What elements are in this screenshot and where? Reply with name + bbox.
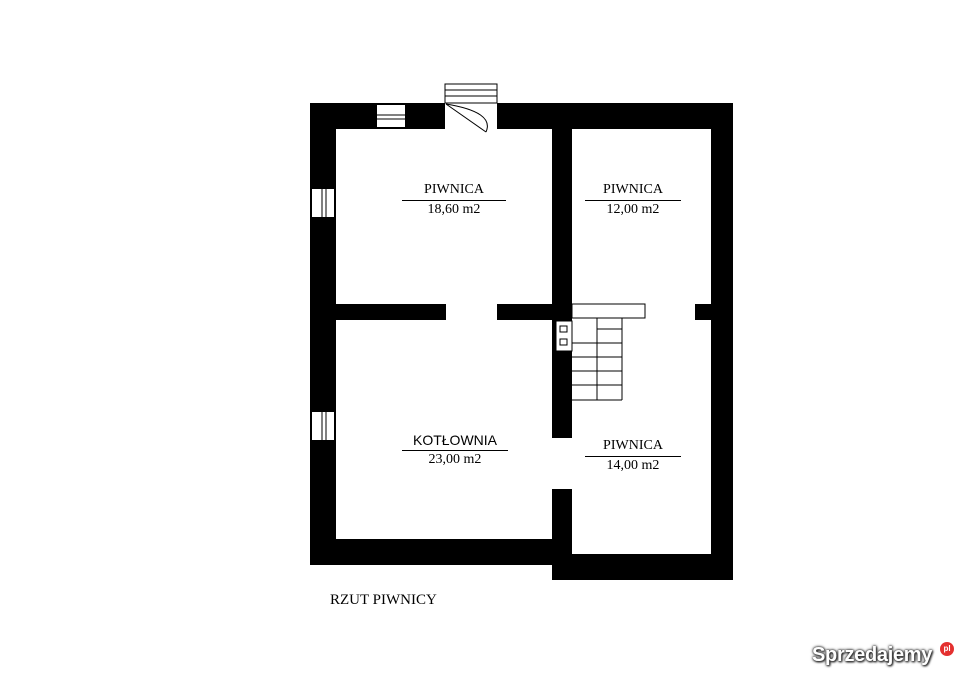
room-area: 18,60 m2 — [427, 202, 481, 217]
window-left-lower — [312, 412, 334, 440]
room-name: PIWNICA — [585, 182, 681, 201]
wall-bottom-right — [552, 554, 733, 580]
wall-right — [711, 103, 733, 580]
room-label-cellar-2: PIWNICA 12,00 m2 — [585, 182, 681, 218]
watermark-badge: pl — [940, 642, 954, 656]
room-label-cellar-3: PIWNICA 14,00 m2 — [585, 438, 681, 474]
entrance-steps — [444, 83, 498, 104]
room-name: KOTŁOWNIA — [402, 432, 508, 451]
wall-notch-left — [572, 539, 578, 554]
window-left-upper — [312, 189, 334, 217]
wall-vertical-upper — [552, 103, 572, 438]
watermark-text: Sprzedajemy — [812, 644, 933, 666]
chimney — [555, 320, 573, 352]
wall-vertical-lower — [552, 489, 572, 580]
room-name: PIWNICA — [585, 438, 681, 457]
wall-bottom-left — [310, 539, 576, 565]
room-area: 14,00 m2 — [606, 458, 660, 473]
door-swing — [445, 103, 488, 133]
room-label-boiler-room: KOTŁOWNIA 23,00 m2 — [402, 432, 508, 468]
watermark-logo: Sprzedajemy pl — [812, 642, 954, 672]
window-top — [377, 105, 405, 127]
wall-notch-right — [705, 539, 711, 554]
wall-horizontal-mid — [497, 304, 572, 320]
room-name: PIWNICA — [402, 182, 506, 201]
wall-top-right — [497, 103, 733, 129]
plan-title: RZUT PIWNICY — [330, 592, 437, 608]
wall-horizontal-left — [310, 304, 446, 320]
staircase — [571, 303, 646, 401]
room-area: 23,00 m2 — [428, 452, 482, 467]
wall-stub-right — [695, 304, 733, 320]
room-label-cellar-1: PIWNICA 18,60 m2 — [402, 182, 506, 218]
room-area: 12,00 m2 — [606, 202, 660, 217]
wall-left — [310, 103, 336, 565]
